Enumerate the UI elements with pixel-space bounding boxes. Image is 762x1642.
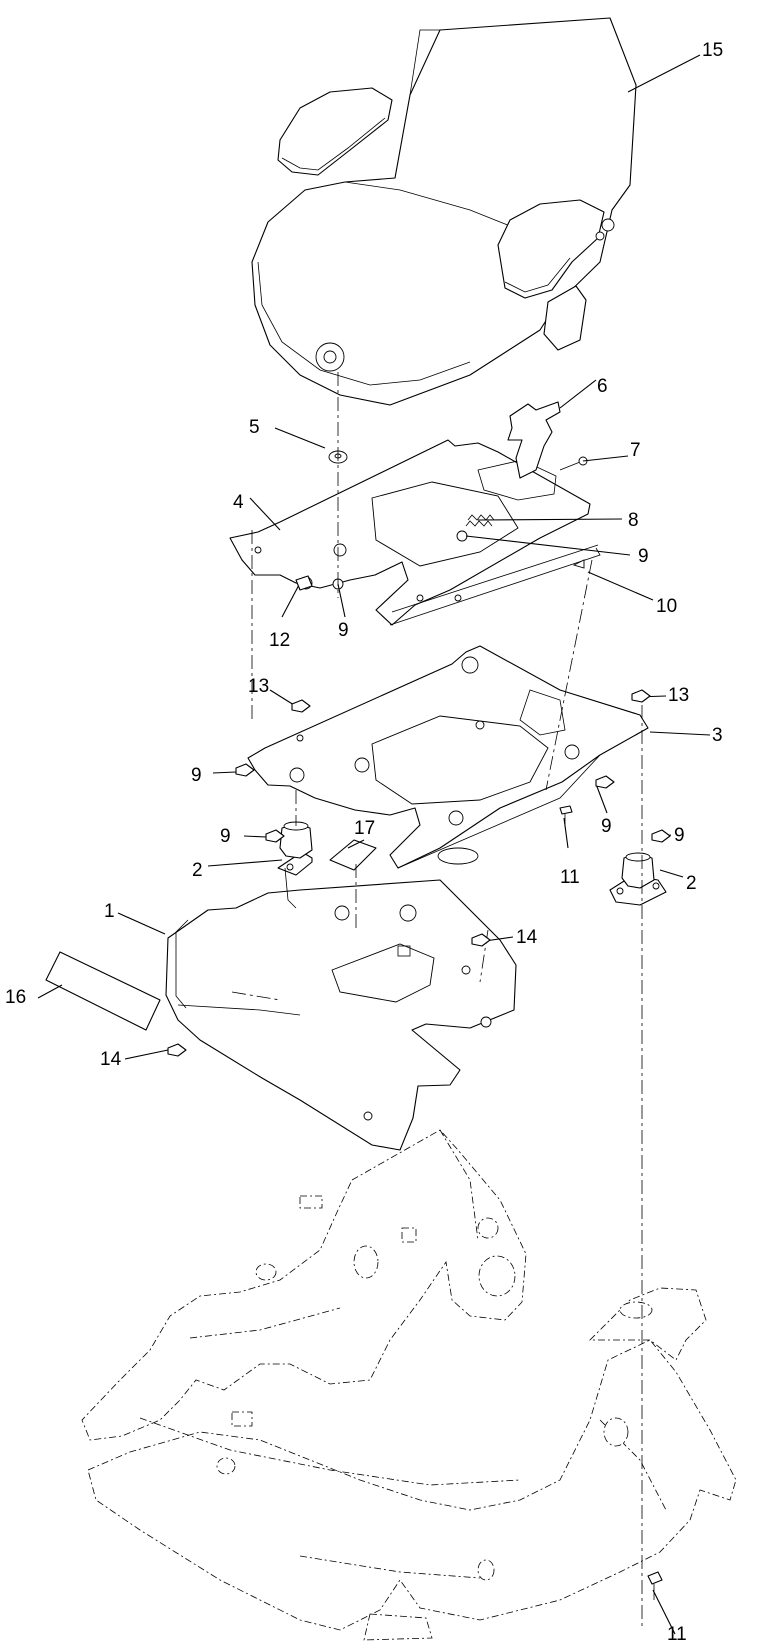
callout-17: 17 [354, 818, 375, 839]
isolator-mount-right [609, 852, 667, 906]
callout-2-left: 2 [192, 860, 203, 881]
callout-9-mount-left: 9 [220, 826, 231, 847]
callout-4: 4 [233, 492, 244, 513]
callout-9-mid-left: 9 [191, 765, 202, 786]
callout-6: 6 [597, 376, 608, 397]
callout-13-right: 13 [668, 685, 689, 706]
isolator-mount-left [277, 821, 313, 876]
callout-9-mount-right: 9 [674, 825, 685, 846]
callout-3: 3 [712, 725, 723, 746]
callout-5: 5 [249, 417, 260, 438]
bracket-6 [507, 401, 561, 479]
callout-16: 16 [5, 987, 26, 1008]
lower-suspension-plate [247, 645, 649, 869]
callout-9-mid-right: 9 [601, 816, 612, 837]
assembly-centerlines [231, 372, 643, 1628]
mower-frame [81, 1129, 737, 1641]
spring-8 [465, 514, 495, 527]
callout-12: 12 [269, 630, 290, 651]
decal-17 [329, 839, 377, 871]
callout-2-right: 2 [686, 873, 697, 894]
callout-7: 7 [630, 440, 641, 461]
callout-9-upper-right: 9 [638, 546, 649, 567]
hardware [167, 575, 671, 1600]
callout-13-left: 13 [248, 676, 269, 697]
seat-assembly [251, 17, 637, 406]
strip-16 [45, 951, 161, 1031]
callout-15: 15 [702, 40, 723, 61]
upper-seat-plate [229, 439, 601, 626]
callout-14-left: 14 [100, 1049, 122, 1070]
callout-labels: 15 6 7 5 4 8 9 12 9 10 13 13 3 9 9 9 17 … [5, 40, 723, 1642]
callout-10: 10 [656, 596, 677, 617]
callout-11-upper: 11 [560, 867, 580, 888]
callout-11-lower: 11 [667, 1624, 687, 1642]
callout-9-upper-left: 9 [338, 620, 349, 641]
callout-8: 8 [628, 510, 639, 531]
callout-14-right: 14 [516, 927, 538, 948]
base-mounting-plate [165, 867, 517, 1151]
callout-1: 1 [104, 901, 115, 922]
leader-lines [37, 54, 711, 1635]
